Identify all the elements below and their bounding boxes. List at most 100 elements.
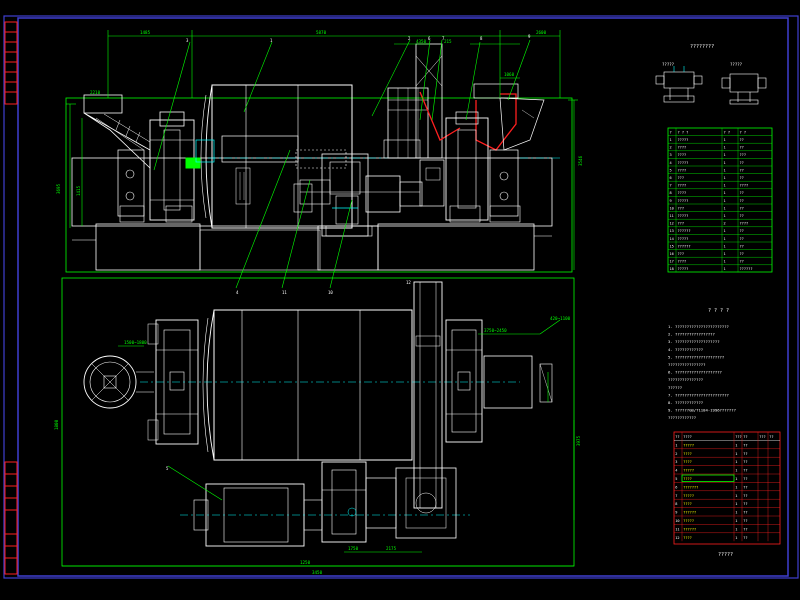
title-block-frame — [673, 431, 781, 545]
dim-top-4: 2600 — [536, 30, 547, 35]
detail-views[interactable]: ???????? ????? ????? — [655, 44, 767, 105]
parts-cell: ???? — [678, 146, 687, 150]
title-cell: 8 — [675, 502, 677, 506]
parts-cell: 8 — [670, 191, 672, 195]
leader-bottom-2: 11 — [282, 290, 287, 295]
parts-cell: ???? — [678, 191, 687, 195]
parts-cell: 1 — [724, 146, 726, 150]
title-cell: 5 — [675, 477, 677, 481]
title-cell: ????? — [683, 494, 694, 498]
parts-cell: ???? — [740, 222, 749, 226]
parts-cell: 5 — [670, 168, 672, 172]
parts-cell: ????? — [678, 267, 689, 271]
plan-view[interactable]: 1250 1750 2175 3450 1800 3975 1500~1800 … — [54, 277, 581, 575]
parts-cell: 1 — [724, 260, 726, 264]
leader-bottom-1: 10 — [328, 290, 333, 295]
dim-bottom-3: 3450 — [312, 570, 323, 575]
title-cell: ??????? — [683, 485, 698, 489]
parts-cell: 9 — [670, 199, 672, 203]
parts-cell: ??? — [678, 206, 685, 210]
leader-top-7: 4 — [236, 290, 239, 295]
title-cell: 11 — [675, 527, 679, 531]
note-line: 8. ???????????? — [668, 400, 703, 405]
note-line: 1. ??????????????????????? — [668, 324, 729, 329]
parts-cell: ?? — [740, 146, 744, 150]
right-bearing — [445, 111, 560, 223]
parts-cell: 1 — [724, 184, 726, 188]
elevation-dimensions — [66, 30, 578, 270]
note-line: 9. ??????GB/T1184-1996??????? — [668, 408, 736, 413]
parts-cell: ?????? — [678, 229, 691, 233]
mill-drum — [195, 84, 420, 229]
parts-cell: 1 — [724, 153, 726, 157]
dim-side-2: 3546 — [578, 155, 583, 166]
title-cell: ?? — [743, 452, 747, 456]
parts-cell: ?? — [740, 199, 744, 203]
dim-top-1: 5870 — [316, 30, 327, 35]
title-cell: ?? — [743, 519, 747, 523]
plan-boundary — [61, 277, 575, 567]
note-line: 7. ??????????????????????? — [668, 392, 729, 397]
parts-cell: ?? — [740, 206, 744, 210]
parts-cell: ????? — [678, 161, 689, 165]
leader-top-2: 2 — [408, 36, 411, 41]
parts-header-cell: ? ? — [724, 130, 731, 134]
parts-list-grid: ?? ? ?? ?? ?1?????1??2????1??3????1???4?… — [668, 128, 772, 273]
parts-cell: 1 — [724, 161, 726, 165]
detail-view-label-right: ????? — [730, 62, 743, 67]
motor-plan — [180, 461, 470, 547]
dim-top-small-1: 1060 — [504, 72, 515, 77]
title-cell: ?? — [743, 511, 747, 515]
parts-cell: ?????? — [678, 244, 691, 248]
note-line: 2. ????????????????? — [668, 332, 715, 337]
elevation-leaders — [153, 39, 531, 289]
title-cell: 3 — [675, 460, 677, 464]
title-cell: ?? — [743, 502, 747, 506]
detail-section-title: ???????? — [690, 44, 714, 50]
leader-top-3: 6 — [428, 36, 431, 41]
plan-dimensions — [62, 319, 575, 567]
inner-frame — [17, 17, 789, 577]
title-cell: 1 — [735, 443, 737, 447]
gear-ring — [295, 149, 420, 237]
title-cell: 1 — [735, 477, 737, 481]
note-line: ???????????? — [668, 415, 696, 420]
parts-cell: ???? — [740, 184, 749, 188]
parts-cell: ?? — [740, 168, 744, 172]
parts-cell: 3 — [670, 153, 672, 157]
parts-cell: ??? — [740, 153, 747, 157]
parts-cell: ?? — [740, 214, 744, 218]
title-cell: 10 — [675, 519, 679, 523]
title-cell: 9 — [675, 511, 677, 515]
parts-cell: ?? — [740, 229, 744, 233]
title-block[interactable]: ????????????????1?????1??2????1??3????1?… — [673, 431, 781, 558]
parts-cell: ???? — [678, 168, 687, 172]
parts-list[interactable]: ?? ? ?? ?? ?1?????1??2????1??3????1???4?… — [667, 127, 773, 273]
outer-frame — [3, 15, 799, 579]
parts-cell: 14 — [670, 237, 674, 241]
note-line: ?????? — [668, 385, 682, 390]
elevation-view[interactable]: 1485 5870 215 4350 1060 2210 2600 3695 1… — [56, 30, 583, 295]
parts-cell: 15 — [670, 244, 674, 248]
dim-top-0: 1485 — [140, 30, 151, 35]
title-cell: ????? — [683, 519, 694, 523]
title-cell: 1 — [735, 519, 737, 523]
parts-cell: 16 — [670, 252, 674, 256]
leader-top-5: 8 — [480, 36, 483, 41]
parts-cell: ?? — [740, 252, 744, 256]
title-cell: 1 — [675, 443, 677, 447]
title-header-cell: ??? — [735, 435, 742, 439]
dim-plan-side-0: 1800 — [54, 419, 59, 430]
dim-plan-side-1: 3975 — [576, 435, 581, 446]
parts-cell: ?? — [740, 138, 744, 142]
plan-callout-0: 1500~1800 — [124, 340, 147, 345]
title-cell: ????? — [683, 443, 694, 447]
title-cell: ?? — [743, 485, 747, 489]
title-cell: 1 — [735, 460, 737, 464]
circular-feeder — [83, 355, 154, 409]
parts-cell: 11 — [670, 214, 674, 218]
parts-header-cell: ? ? ? — [678, 130, 689, 134]
parts-cell: ?? — [740, 237, 744, 241]
parts-cell: ???? — [678, 184, 687, 188]
